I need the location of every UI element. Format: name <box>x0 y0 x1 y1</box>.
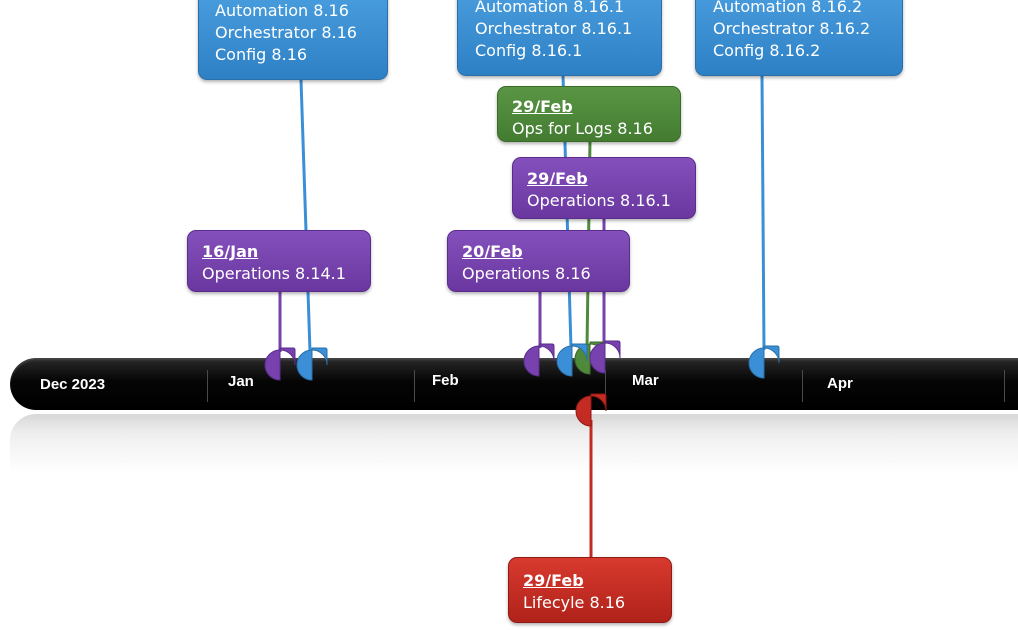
pin-jan-aria-marker[interactable] <box>296 346 328 382</box>
event-line: Operations 8.16.1 <box>527 191 671 210</box>
month-divider <box>1004 370 1005 402</box>
pin-mar-aria-marker[interactable] <box>748 344 780 380</box>
event-date: 29/Feb <box>512 97 573 116</box>
month-label-apr: Apr <box>827 375 853 392</box>
event-card-mar-aria[interactable]: Automation 8.16.2 Orchestrator 8.16.2 Co… <box>695 0 903 76</box>
event-line: Orchestrator 8.16 <box>215 23 357 42</box>
event-date: 16/Jan <box>202 242 259 261</box>
event-card-feb-aria[interactable]: Automation 8.16.1 Orchestrator 8.16.1 Co… <box>457 0 662 76</box>
event-line: Config 8.16.1 <box>475 41 583 60</box>
connector-mar-aria <box>760 75 766 351</box>
event-date: 20/Feb <box>462 242 523 261</box>
month-divider <box>414 370 415 402</box>
event-line: Automation 8.16.1 <box>475 0 625 16</box>
month-divider <box>802 370 803 402</box>
event-card-jan-ops[interactable]: 16/Jan Operations 8.14.1 <box>187 230 371 292</box>
event-line: Automation 8.16.2 <box>713 0 863 16</box>
event-line: Operations 8.14.1 <box>202 264 346 283</box>
pin-feb-lifecycle-marker[interactable] <box>575 392 607 428</box>
event-line: Config 8.16 <box>215 45 308 64</box>
event-date: 29/Feb <box>527 169 588 188</box>
pin-jan-ops-marker[interactable] <box>264 346 296 382</box>
pin-feb-ops-161-marker[interactable] <box>589 339 621 375</box>
month-label-dec-2023: Dec 2023 <box>40 376 106 393</box>
event-card-feb-lifecycle[interactable]: 29/Feb Lifecyle 8.16 <box>508 557 672 623</box>
event-card-feb-ops-161[interactable]: 29/Feb Operations 8.16.1 <box>512 157 696 219</box>
event-line: Config 8.16.2 <box>713 41 821 60</box>
event-line: Operations 8.16 <box>462 264 591 283</box>
event-line: Lifecyle 8.16 <box>523 593 626 612</box>
pin-feb-ops-marker[interactable] <box>523 342 555 378</box>
month-label-mar: Mar <box>632 372 659 389</box>
month-label-jan: Jan <box>228 373 254 390</box>
event-line: Orchestrator 8.16.2 <box>713 19 871 38</box>
timeline-bar <box>10 358 1018 410</box>
month-divider <box>605 370 606 402</box>
event-line: Automation 8.16 <box>215 1 349 20</box>
event-line: Ops for Logs 8.16 <box>512 119 653 138</box>
event-line: Orchestrator 8.16.1 <box>475 19 633 38</box>
event-card-feb-ops[interactable]: 20/Feb Operations 8.16 <box>447 230 630 292</box>
event-card-feb-logs[interactable]: 29/Feb Ops for Logs 8.16 <box>497 86 681 142</box>
month-divider <box>207 370 208 402</box>
month-label-feb: Feb <box>432 372 459 389</box>
event-date: 29/Feb <box>523 571 584 590</box>
pin-feb-aria-marker[interactable] <box>556 342 588 378</box>
timeline-bar-reflection <box>10 414 1018 472</box>
event-card-jan-aria[interactable]: Automation 8.16 Orchestrator 8.16 Config… <box>198 0 388 80</box>
connector-jan-aria <box>299 79 312 353</box>
